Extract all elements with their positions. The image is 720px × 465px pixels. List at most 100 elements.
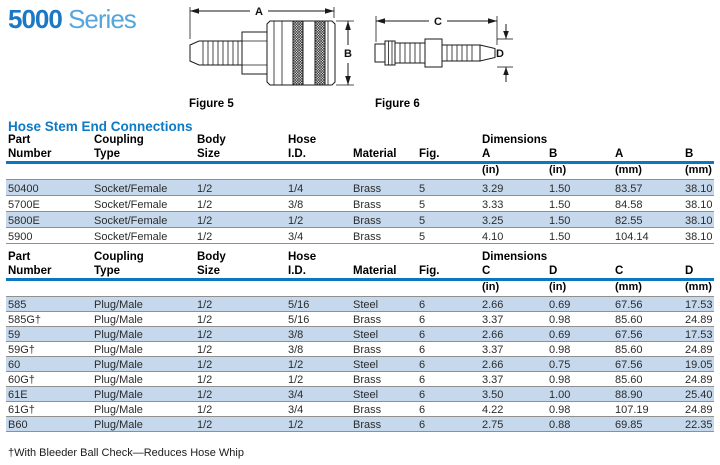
table-row-dim1-mm: 84.58 — [613, 194, 683, 211]
units-row-dim1-in: (in) — [482, 281, 500, 294]
dim-b-arrow-bottom — [345, 76, 351, 85]
figure-6-caption: Figure 6 — [375, 98, 420, 110]
header-line2-coupling-type: Type — [92, 147, 195, 164]
table-row-body-size: 1/2 — [195, 340, 286, 356]
header-line1-dim1-in: Dimensions — [482, 251, 548, 264]
figure-5-drawing: A B — [189, 6, 354, 86]
table-row-dim2-in: 0.98 — [547, 310, 613, 326]
table-row-material: Steel — [351, 385, 417, 401]
table-row-fig: 5 — [417, 178, 480, 195]
table-row-hose-id: 3/8 — [286, 194, 351, 211]
dim-d-arrow-bottom — [503, 67, 509, 75]
header-line1-hose-id: Hose — [288, 134, 317, 147]
table-row-dim1-mm: 107.19 — [613, 400, 683, 416]
table-row-dim1-mm: 85.60 — [613, 370, 683, 386]
table-row-dim1-mm: 67.56 — [613, 355, 683, 371]
table-row-body-size: 1/2 — [195, 310, 286, 326]
header-line2-coupling-type: Type — [92, 264, 195, 281]
table-row-dim2-in: 1.50 — [547, 226, 613, 244]
table-row-dim1-mm: 85.60 — [613, 340, 683, 356]
table-row-part-number: 585 — [6, 295, 92, 311]
table-row-material: Brass — [351, 226, 417, 244]
plug-collar — [384, 40, 396, 66]
dim-c-arrow-right — [488, 18, 497, 24]
header-line1-material — [351, 251, 417, 264]
table-row-material: Brass — [351, 194, 417, 211]
header-line1-dim2-in — [547, 251, 613, 264]
table-row-part-number: 61E — [6, 385, 92, 401]
table-row-coupling-type: Plug/Male — [92, 400, 195, 416]
header-line2-part-number: Number — [6, 147, 92, 164]
table-row-dim1-mm: 88.90 — [613, 385, 683, 401]
table-row-fig: 6 — [417, 295, 480, 311]
header-line2-dim2-mm: D — [683, 264, 714, 281]
knurl-band-1 — [292, 20, 304, 86]
header-line2-dim1-mm: C — [613, 264, 683, 281]
header-line1-part-number: Part — [8, 251, 31, 264]
units-row-hose-id — [286, 162, 351, 179]
knurl-band-2 — [314, 20, 326, 86]
table-row-hose-id: 3/8 — [286, 340, 351, 356]
table-row-material: Brass — [351, 370, 417, 386]
table-row-coupling-type: Plug/Male — [92, 370, 195, 386]
table-row-coupling-type: Plug/Male — [92, 355, 195, 371]
table-row-dim1-mm: 69.85 — [613, 415, 683, 432]
hex-nut — [241, 31, 268, 75]
table-row-dim2-in: 0.98 — [547, 340, 613, 356]
hose-barb-taper — [479, 44, 496, 62]
hose-stem — [189, 40, 243, 66]
table-row-fig: 6 — [417, 310, 480, 326]
header-line1-fig — [417, 134, 480, 147]
table-row-coupling-type: Plug/Male — [92, 385, 195, 401]
figure-6-drawing: C D — [374, 16, 513, 82]
table-row-dim1-mm: 67.56 — [613, 295, 683, 311]
header-line2-dim1-in: A — [480, 147, 547, 164]
plug-stem-ridges — [399, 43, 421, 63]
series-word: Series — [68, 4, 137, 34]
figure-5-caption: Figure 5 — [189, 98, 234, 110]
header-line2-fig: Fig. — [417, 264, 480, 281]
table-row-part-number: 61G† — [6, 400, 92, 416]
table-row-dim1-in: 4.22 — [480, 400, 547, 416]
table-row-coupling-type: Socket/Female — [92, 178, 195, 195]
table-row-dim1-in: 2.66 — [480, 325, 547, 341]
table-row-hose-id: 1/4 — [286, 178, 351, 195]
dim-label-d: D — [496, 48, 504, 60]
header-line1-dim1-mm — [613, 251, 683, 264]
table-row-hose-id: 3/8 — [286, 325, 351, 341]
header-line2-hose-id: I.D. — [286, 147, 351, 164]
table-row-hose-id: 5/16 — [286, 295, 351, 311]
table-row-dim2-in: 0.75 — [547, 355, 613, 371]
dim-label-b: B — [344, 48, 352, 60]
table-row-fig: 6 — [417, 400, 480, 416]
table-row-material: Brass — [351, 400, 417, 416]
table-row-material: Brass — [351, 178, 417, 195]
table-row-hose-id: 3/4 — [286, 385, 351, 401]
table-row-hose-id: 5/16 — [286, 310, 351, 326]
table-row-body-size: 1/2 — [195, 385, 286, 401]
header-line1-dim2-mm — [683, 251, 714, 264]
table-row-part-number: B60 — [6, 415, 92, 432]
table-row-dim2-mm: 24.89 — [683, 400, 714, 416]
table-row-fig: 6 — [417, 415, 480, 432]
table-row-dim2-mm: 22.35 — [683, 415, 714, 432]
table-row-dim2-in: 0.69 — [547, 325, 613, 341]
units-row: (in)(in)(mm)(mm) — [6, 162, 714, 179]
table-row-dim1-mm: 85.60 — [613, 310, 683, 326]
table-row-body-size: 1/2 — [195, 400, 286, 416]
table-row-body-size: 1/2 — [195, 226, 286, 244]
units-row-dim2-in: (in) — [549, 164, 567, 177]
units-row: (in)(in)(mm)(mm) — [6, 279, 714, 296]
table-row-dim2-mm: 38.10 — [683, 210, 714, 227]
table-row-part-number: 585G† — [6, 310, 92, 326]
dim-label-a: A — [255, 6, 263, 18]
